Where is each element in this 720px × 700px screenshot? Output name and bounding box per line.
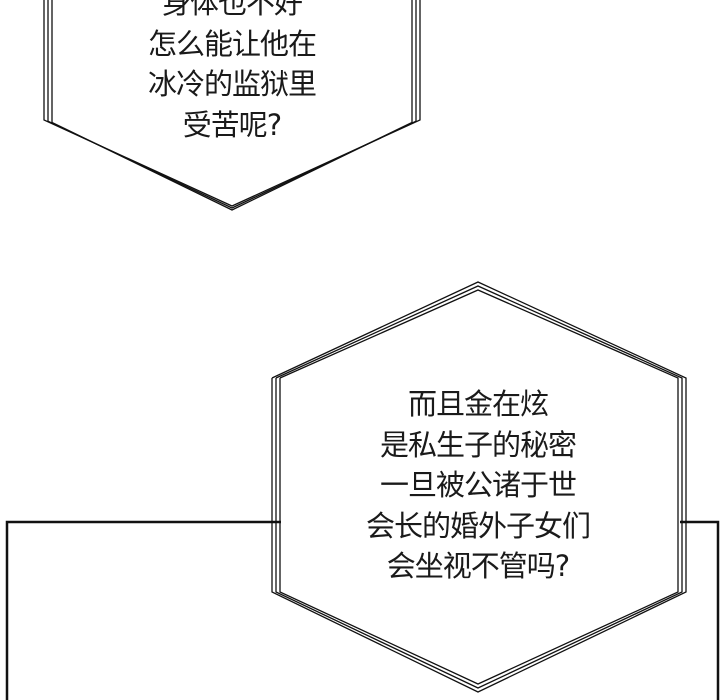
bubble-line: 一旦被公诸于世 <box>379 468 577 502</box>
bubble-line: 而且金在炫 <box>407 387 549 421</box>
bubble-line: 会长的婚外子女们 <box>365 508 591 543</box>
bubble-line: 会坐视不管吗? <box>386 549 570 583</box>
panel-border <box>5 520 285 700</box>
bubble-outline-stroke <box>275 285 683 689</box>
bubble-top-outline <box>43 0 421 211</box>
bubble-top-text: 身体也不好 怎么能让他在 冰冷的监狱里 受苦呢? <box>82 0 382 145</box>
bubble-line: 身体也不好 <box>161 0 303 20</box>
bubble-line: 冰冷的监狱里 <box>147 67 317 101</box>
bubble-line: 怎么能让他在 <box>147 26 317 61</box>
bubble-outline-stroke <box>43 0 421 207</box>
bubble-outline-stroke <box>279 289 679 685</box>
bubble-outline-stroke <box>51 0 413 211</box>
bubble-bottom-text: 而且金在炫 是私生子的秘密 一旦被公诸于世 会长的婚外子女们 会坐视不管吗? <box>318 384 638 587</box>
bubble-outline-stroke <box>47 0 417 209</box>
bubble-bottom-outline <box>271 281 687 693</box>
panel-border-right <box>672 520 720 700</box>
bubble-bottom-fill <box>281 287 680 690</box>
bubble-line: 受苦呢? <box>182 107 282 142</box>
bubble-line: 是私生子的秘密 <box>379 427 577 462</box>
bubble-outline-stroke <box>271 281 687 693</box>
